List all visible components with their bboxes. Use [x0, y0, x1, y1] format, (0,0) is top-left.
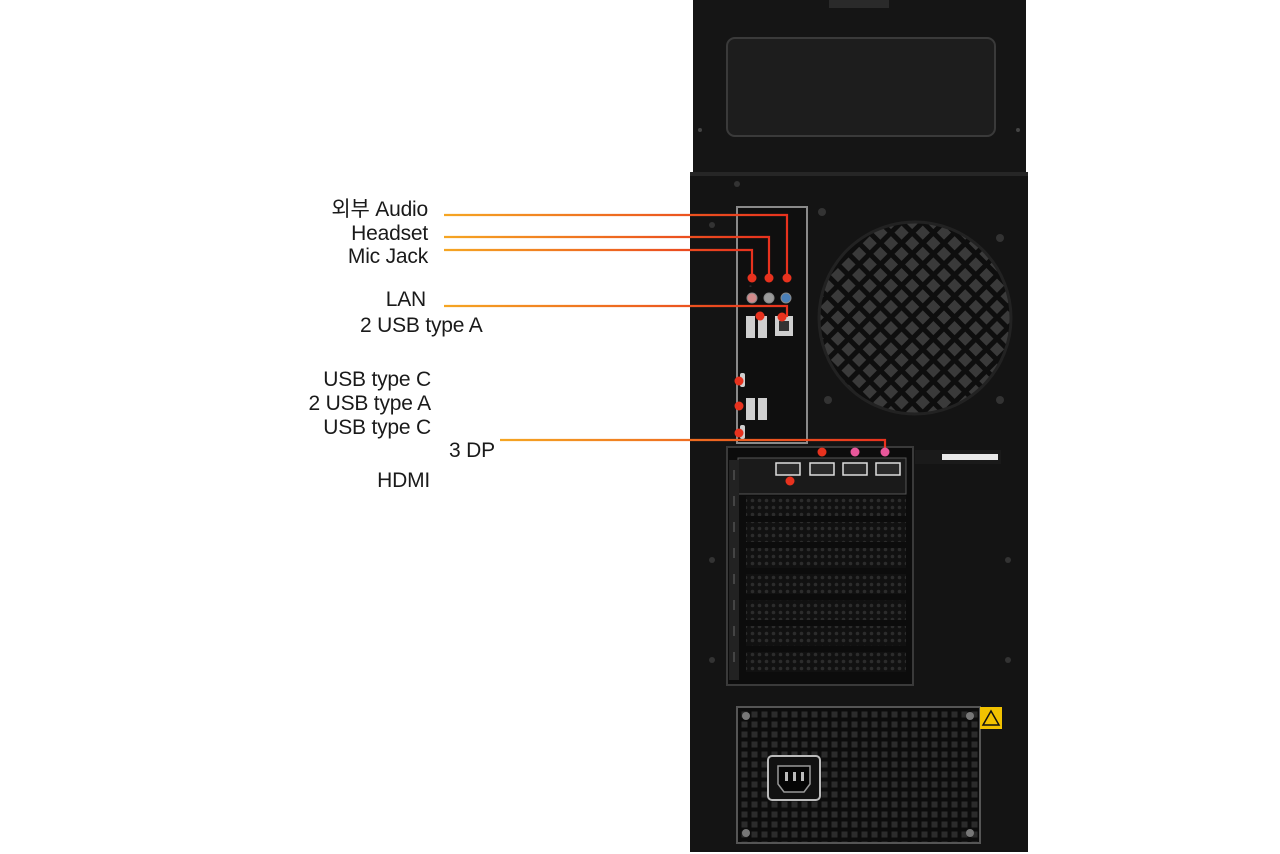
io-shield: ◦	[736, 206, 808, 444]
label-headset: Headset	[351, 222, 428, 245]
marker-usb-a-top	[755, 311, 765, 321]
label-usb-c-2: USB type C	[323, 416, 431, 439]
label-lan: LAN	[385, 288, 426, 311]
fan-grille-icon	[817, 208, 1013, 416]
callout-markers	[734, 273, 890, 486]
serial-label	[915, 450, 1001, 464]
warning-icon	[980, 707, 1002, 729]
marker-usb-a-mid	[734, 401, 744, 411]
callout-line-mic-jack	[444, 248, 754, 278]
chassis-top-panel	[693, 0, 1026, 172]
marker-external-audio	[782, 273, 792, 283]
callout-line-lan	[444, 304, 789, 317]
label-external-audio: 외부 Audio	[331, 198, 428, 221]
label-hdmi: HDMI	[377, 469, 430, 492]
label-mic-jack: Mic Jack	[347, 245, 428, 268]
label-usb-a-top: 2 USB type A	[360, 314, 483, 337]
svg-text:◦: ◦	[749, 284, 752, 290]
label-usb-a-mid: 2 USB type A	[308, 392, 431, 415]
marker-dp-2	[850, 447, 860, 457]
marker-dp-1	[817, 447, 827, 457]
callout-line-headset	[444, 235, 771, 278]
label-usb-c-1: USB type C	[323, 368, 431, 391]
marker-lan	[777, 312, 787, 322]
expansion-slots	[726, 446, 914, 686]
marker-dp-3	[880, 447, 890, 457]
callout-lines	[444, 213, 887, 483]
marker-headset	[764, 273, 774, 283]
power-socket-icon	[767, 755, 821, 801]
marker-mic-jack	[747, 273, 757, 283]
marker-usb-c-1	[734, 376, 744, 386]
marker-usb-c-2	[734, 428, 744, 438]
marker-hdmi	[785, 476, 795, 486]
callout-line-external-audio	[444, 213, 789, 278]
label-dp: 3 DP	[449, 439, 495, 462]
